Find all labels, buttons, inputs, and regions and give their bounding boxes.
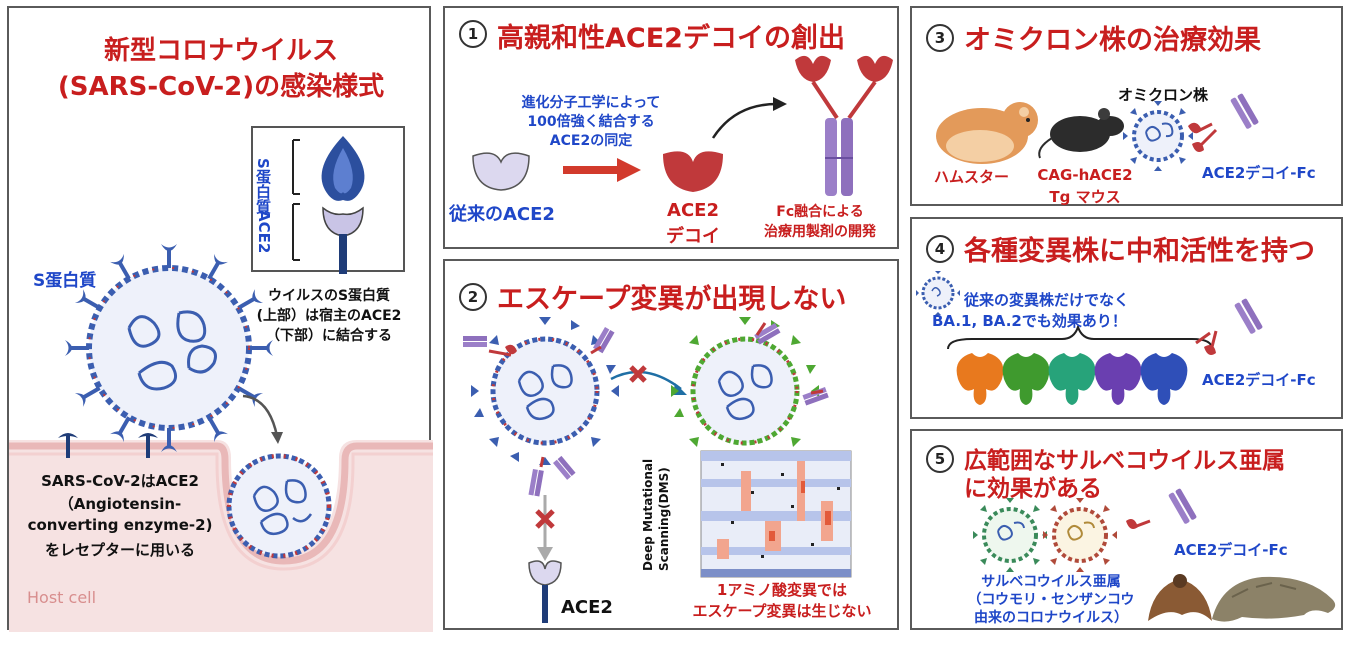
panel-infection-mode: 新型コロナウイルス (SARS-CoV-2)の感染様式 S蛋白質 ACE2 ウイ…: [7, 6, 433, 632]
p4-text-1: 従来の変異株だけでなく: [964, 291, 1130, 309]
host-cell-label: Host cell: [27, 588, 97, 607]
receptor-caption-2: （Angiotensin-: [58, 495, 182, 513]
p5-title-line1: 広範囲なサルベコウイルス亜属: [964, 448, 1286, 474]
p1-evolution-text-1: 進化分子工学によって: [521, 95, 661, 111]
omicron-label: オミクロン株: [1118, 86, 1209, 104]
p3-graphics: [936, 93, 1259, 171]
fc-label-1: Fc融合による: [776, 204, 864, 220]
sarbecovirus-beige-icon: [1043, 498, 1117, 572]
dms-label-1: Deep Mutational: [641, 458, 655, 571]
p2-caption-2: エスケープ変異は生じない: [692, 602, 872, 620]
inset-s-protein-label: S蛋白質: [254, 158, 272, 214]
p1-graphics: [472, 55, 893, 196]
step-number-4: 4: [926, 235, 954, 263]
decoy-label-2: デコイ: [666, 226, 720, 247]
sarbecovirus-green-icon: [973, 498, 1047, 572]
hamster-icon: [936, 102, 1038, 164]
ace2-decoy-fc-icon: [795, 55, 893, 196]
p2-caption-1: 1アミノ酸変異では: [716, 581, 848, 599]
p2-title: エスケープ変異が出現しない: [497, 284, 847, 315]
spike-ace2-binding-icon: [292, 136, 365, 274]
ace2-decoy-fc-icon-p4: [1195, 298, 1263, 355]
step-number-2: 2: [459, 283, 487, 311]
fc-label-2: 治療用製剤の開発: [764, 224, 876, 240]
panel-3-omicron: 3 オミクロン株の治療効果 オミクロン株: [910, 6, 1343, 206]
dms-label-2: Scanning(DMS): [657, 467, 671, 571]
p4-text-2: BA.1, BA.2でも効果あり！: [932, 312, 1127, 330]
inset-caption-3: （下部）に結合する: [266, 328, 392, 344]
panel-5-sarbecovirus: 5 広範囲なサルベコウイルス亜属 に効果がある ACE2デコイ-Fc: [910, 429, 1343, 630]
binding-blocked-x-icon: [535, 509, 555, 529]
panel-1-decoy-creation: 1 高親和性ACE2デコイの創出 進化分子工学によって 100倍強く結合する A…: [443, 6, 899, 249]
virus-mutant-icon: [671, 317, 819, 465]
left-title-line2: (SARS-CoV-2)の感染様式: [57, 72, 385, 102]
left-title-line1: 新型コロナウイルス: [103, 36, 338, 66]
mouse-label-2: Tg マウス: [1049, 188, 1121, 206]
p5-caption-2: （コウモリ・センザンコウ: [967, 592, 1135, 608]
s-protein-label: S蛋白質: [33, 271, 97, 291]
virus-omicron-icon: [1123, 101, 1193, 171]
mutation-arrow: [610, 370, 682, 390]
virus-original-icon: [471, 317, 619, 465]
step-number-5: 5: [926, 445, 954, 473]
p3-title: オミクロン株の治療効果: [964, 25, 1261, 56]
ace2-decoy-fc-icon-p5: [1126, 488, 1197, 529]
variant-spike-2: [1002, 353, 1050, 405]
blocked-x-icon: [629, 365, 647, 383]
p5-title-line2: に効果がある: [964, 476, 1102, 502]
ace2-decoy-fc-icon-p3: [1188, 93, 1259, 152]
virus-endocytosed-icon: [226, 453, 332, 559]
p1-evolution-text-2: 100倍強く結合する: [527, 114, 655, 130]
inset-caption-1: ウイルスのS蛋白質: [267, 288, 391, 304]
panel-2-no-escape: 2 エスケープ変異が出現しない: [443, 259, 899, 630]
ace2-receptor-icon: [528, 560, 562, 586]
conventional-ace2-label: 従来のACE2: [449, 204, 555, 225]
p4-graphics: [916, 271, 1263, 405]
inset-ace2-label: ACE2: [255, 210, 273, 254]
receptor-caption-4: をレセプターに用いる: [44, 541, 195, 559]
variant-spike-4: [1094, 353, 1142, 405]
mouse-icon: [1038, 108, 1124, 159]
variant-spike-3: [1048, 353, 1096, 405]
fc-fusion-arrow: [711, 102, 778, 139]
binding-inset: S蛋白質 ACE2: [251, 126, 405, 274]
decoy-fc-small-icon: [463, 336, 487, 347]
p5-caption-1: サルベコウイルス亜属: [981, 574, 1121, 590]
ace2-receptors: [58, 433, 158, 458]
step-number-1: 1: [459, 20, 487, 48]
dms-heatmap: [700, 450, 852, 578]
p1-title: 高親和性ACE2デコイの創出: [497, 23, 845, 54]
host-cell-membrane: [9, 440, 433, 632]
p4-decoy-label: ACE2デコイ-Fc: [1202, 371, 1316, 389]
p1-evolution-text-3: ACE2の同定: [549, 133, 633, 149]
decoy-label-1: ACE2: [667, 200, 719, 221]
pangolin-icon: [1212, 576, 1336, 622]
hamster-label: ハムスター: [934, 168, 1010, 186]
virus-large-icon: [65, 244, 273, 452]
p2-graphics: [463, 317, 852, 623]
inset-caption-2: (上部）は宿主のACE2: [256, 308, 402, 324]
p5-graphics: [973, 488, 1336, 622]
ace2-decoy-icon: [663, 151, 723, 192]
entry-arrow: [242, 394, 283, 444]
p5-decoy-label: ACE2デコイ-Fc: [1174, 541, 1288, 559]
p5-caption-3: 由来のコロナウイルス）: [974, 610, 1128, 626]
receptor-caption-3: converting enzyme-2): [27, 516, 213, 534]
bat-icon: [1148, 574, 1212, 621]
p4-title: 各種変異株に中和活性を持つ: [964, 236, 1315, 267]
mouse-label-1: CAG-hACE2: [1037, 166, 1133, 184]
step-number-3: 3: [926, 24, 954, 52]
variant-spike-1: [956, 353, 1004, 405]
virus-small-icon: [916, 271, 960, 315]
p3-decoy-label: ACE2デコイ-Fc: [1202, 164, 1316, 182]
p2-ace2-label: ACE2: [561, 597, 613, 618]
panel-4-variants: 4 各種変異株に中和活性を持つ 従来の変異: [910, 217, 1343, 419]
conventional-ace2-icon: [472, 152, 530, 191]
variant-spike-5: [1140, 353, 1188, 405]
receptor-caption-1: SARS-CoV-2はACE2: [41, 472, 199, 490]
